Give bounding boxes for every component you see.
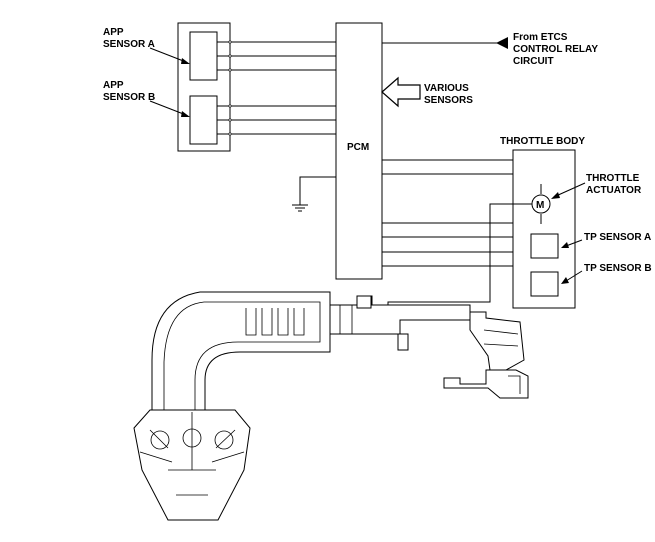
app-sensor-b-leader xyxy=(149,100,187,116)
app-sensor-wires xyxy=(217,40,336,136)
throttle-actuator-leader-arrow xyxy=(551,192,560,199)
throttle-actuator-label: THROTTLE ACTUATOR xyxy=(586,173,642,196)
tp-sensor-b-leader-arrow xyxy=(561,277,569,284)
app-sensor-a-label: APP SENSOR A xyxy=(103,27,155,50)
tp-sensor-a-label: TP SENSOR A xyxy=(584,232,651,243)
etcs-relay-label: From ETCS CONTROL RELAY CIRCUIT xyxy=(513,32,601,67)
tp-sensor-b-leader xyxy=(565,270,583,282)
tp-sensor-b-label: TP SENSOR B xyxy=(584,263,652,274)
ground-symbol xyxy=(292,176,336,212)
various-sensors-label: VARIOUS SENSORS xyxy=(424,83,473,106)
app-sensor-b-box xyxy=(189,95,218,145)
etcs-relay-arrow xyxy=(496,37,508,49)
various-sensors-arrow xyxy=(381,76,421,108)
app-sensor-a-leader xyxy=(149,47,187,63)
tp-sensor-b-box xyxy=(530,271,559,297)
app-sensor-b-leader-arrow xyxy=(181,111,190,117)
throttle-actuator-leader xyxy=(555,182,586,197)
app-sensor-a-box xyxy=(189,31,218,81)
intake-manifold-illustration xyxy=(133,291,529,521)
app-sensor-b-label: APP SENSOR B xyxy=(103,80,155,103)
throttle-body-label: THROTTLE BODY xyxy=(500,136,585,147)
svg-text:M: M xyxy=(536,200,544,211)
tp-sensor-a-box xyxy=(530,233,559,259)
pcm-box xyxy=(335,22,383,280)
app-sensor-a-leader-arrow xyxy=(181,58,190,64)
pcm-label: PCM xyxy=(347,142,369,153)
tp-sensor-a-leader-arrow xyxy=(561,242,569,248)
throttle-body-wires xyxy=(382,159,513,267)
tp-sensor-a-leader xyxy=(565,239,583,247)
